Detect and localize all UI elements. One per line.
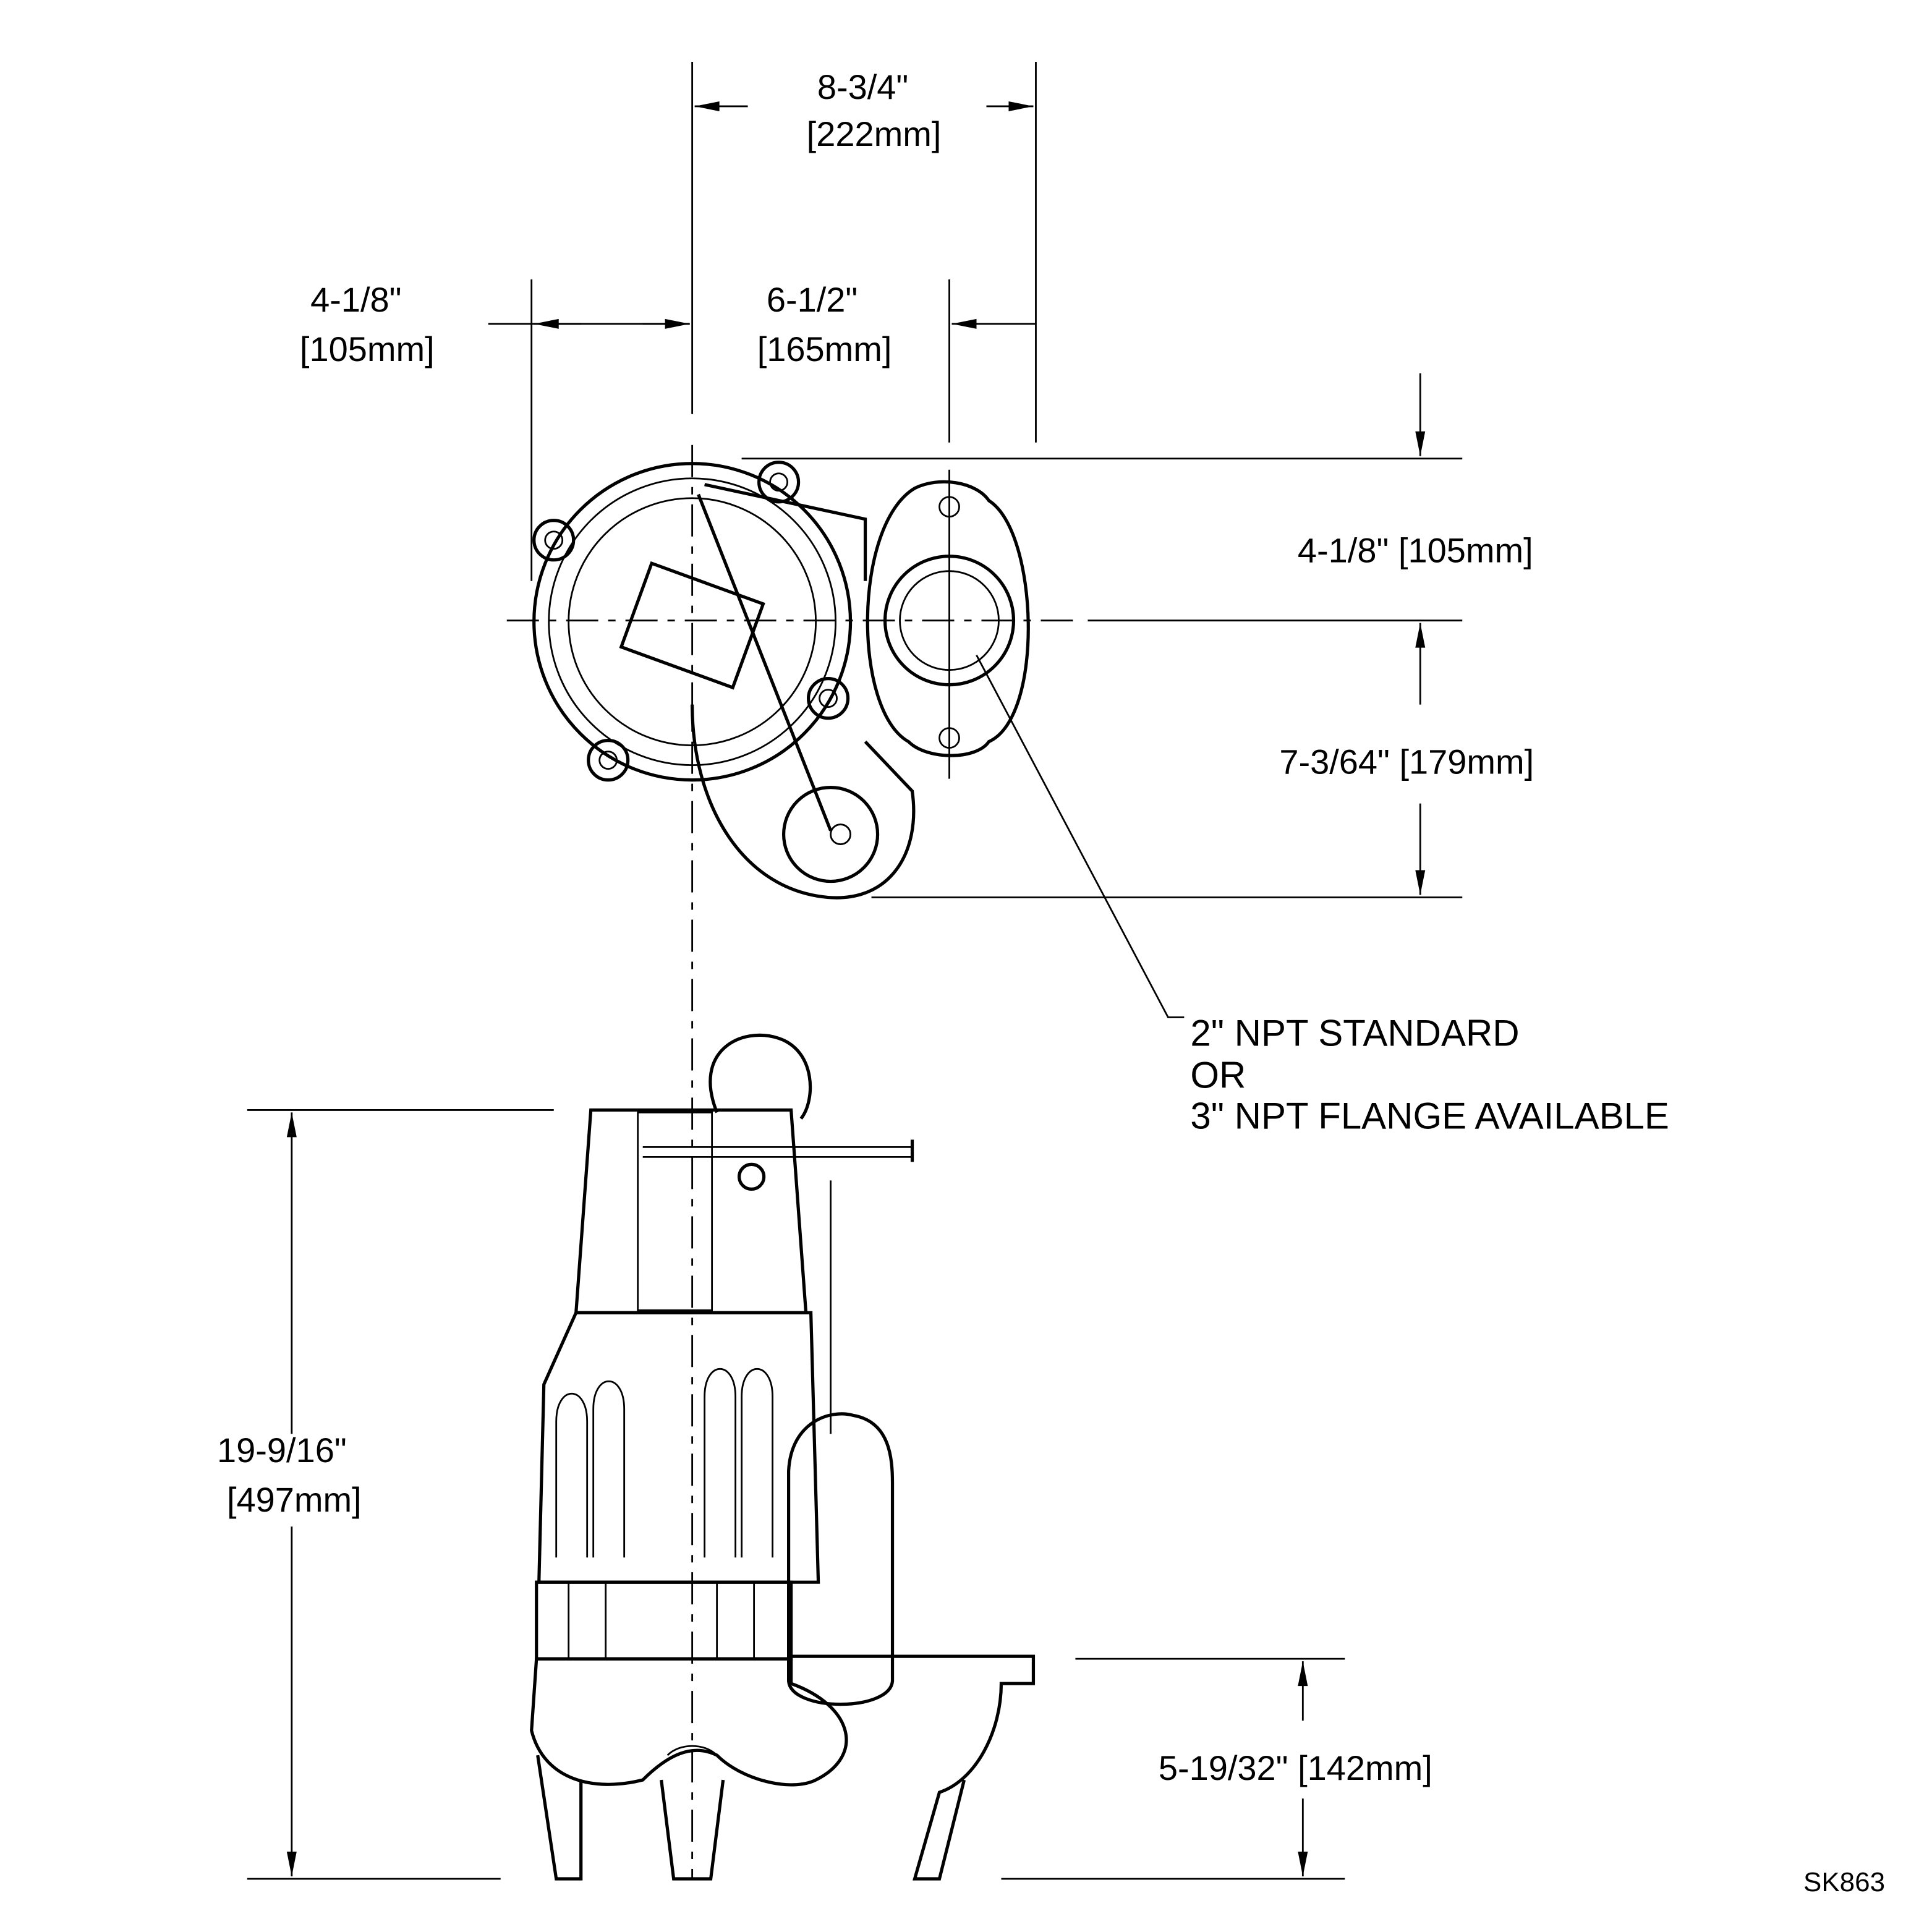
dim-discharge-imperial: 6-1/2" <box>767 280 857 319</box>
discharge-note: 2" NPT STANDARD OR 3" NPT FLANGE AVAILAB… <box>976 655 1669 1136</box>
dim-height-imperial: 19-9/16" <box>217 1431 347 1470</box>
drawing-id: SK863 <box>1803 1867 1885 1897</box>
note-line-1: 2" NPT STANDARD <box>1190 1012 1519 1053</box>
dim-left-metric: [105mm] <box>300 330 435 368</box>
dimension-vertical-top: 4-1/8" [105mm] 7-3/64" [179mm] <box>741 373 1534 898</box>
dim-top-to-discharge: 4-1/8" [105mm] <box>1298 531 1533 570</box>
dimension-discharge-height: 5-19/32" [142mm] <box>1001 1658 1432 1880</box>
note-line-2: OR <box>1190 1054 1246 1096</box>
dim-discharge-to-float: 7-3/64" [179mm] <box>1279 743 1534 781</box>
dim-height-metric: [497mm] <box>227 1480 362 1519</box>
pump-top-view <box>532 461 1030 900</box>
dim-discharge-height: 5-19/32" [142mm] <box>1159 1748 1432 1787</box>
dimension-overall-width: 8-3/4" [222mm] <box>691 61 1037 443</box>
pump-side-view <box>530 1033 1036 1881</box>
dimension-left-to-center: 4-1/8" [105mm] <box>300 279 690 581</box>
note-line-3: 3" NPT FLANGE AVAILABLE <box>1190 1095 1669 1136</box>
dim-discharge-metric: [165mm] <box>757 330 892 368</box>
dimension-center-to-discharge: 6-1/2" [165mm] <box>757 279 1036 443</box>
dimension-overall-height: 19-9/16" [497mm] <box>217 1109 554 1880</box>
dim-width-metric: [222mm] <box>807 114 942 153</box>
dim-left-imperial: 4-1/8" <box>310 280 401 319</box>
dim-width-imperial: 8-3/4" <box>817 67 908 106</box>
